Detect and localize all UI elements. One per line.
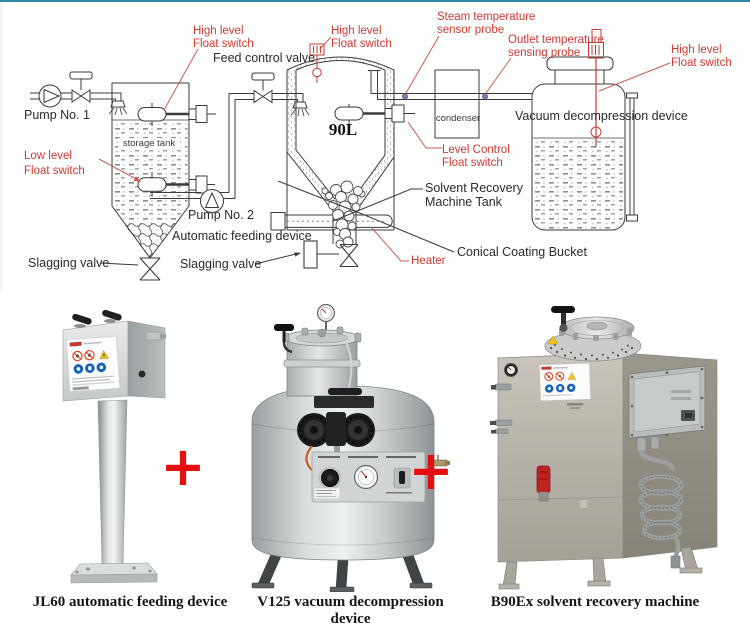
outlet-temp-probe-symbol [481,93,488,100]
warning-sticker [539,362,591,402]
recovery-tank-label-line1: Solvent Recovery [425,181,523,195]
caption-b90ex: B90Ex solvent recovery machine [490,594,700,610]
side-fitting [145,331,163,341]
slagging-valve-left-symbol [139,257,161,281]
pump1-label: Pump No. 1 [24,108,91,122]
slagging-valve-left-label: Slagging valve [28,256,110,270]
warning-sticker [65,335,121,392]
process-diagram-section: Pump No. 1 Feed control valve storage ta… [0,0,750,291]
vacuum-device-label: Vacuum decompression device [515,109,688,123]
flex-conduit-coil [638,450,684,569]
vapor-pipe [368,70,533,100]
storage-feed-pipe [90,92,128,116]
storage-tank-label: storage tank [118,138,180,149]
red-arrowhead [133,176,141,182]
caption-v125: V125 vacuum decompression device [257,594,444,625]
vacuum-tank-shape [531,56,638,231]
product-photo-b90ex [475,300,745,595]
product-photo-jl60 [30,308,230,592]
top-canister [274,304,362,397]
red-leader-lines [98,35,671,262]
feeder-base [70,562,158,584]
lid-handle [551,306,575,313]
tank-volume-label: 90L [328,120,358,139]
inlet-valve-symbol [69,71,93,103]
cabinet-feet [498,546,703,590]
drain-valve [433,455,450,467]
high-level-float-storage-symbol [137,103,216,126]
feed-control-valve-symbol [251,72,275,104]
feeder-column [97,399,128,565]
plus-sign-1: + [160,435,206,498]
process-flow-diagram [30,29,671,281]
feed-control-valve-label: Feed control valve [213,51,316,65]
black-leader-lines [100,180,455,266]
recovery-tank-label: Solvent Recovery Machine Tank [425,181,523,209]
warning-triangle-tag [547,335,559,345]
panel-switch [399,471,405,484]
high-level-float-tank-symbol [309,43,325,83]
product-photo-v125 [242,300,457,592]
feeder-control-box [62,309,166,402]
high-level-float-vacuum-symbol [588,29,604,147]
pump2-symbol [150,93,254,213]
lid-assembly [544,306,642,362]
conical-bucket-label: Conical Coating Bucket [457,245,587,259]
automatic-feeding-device-label: Automatic feeding device [172,229,312,243]
caption-jl60: JL60 automatic feeding device [32,594,228,610]
heater-label: Heater [411,255,446,267]
tank-legs [251,551,433,592]
recovery-tank-label-line2: Machine Tank [425,194,502,209]
section-divider [0,0,750,2]
diaphragm-pump [297,388,375,473]
condenser-symbol [434,69,480,139]
front-details [490,362,624,510]
slagging-valve-center-symbol [303,240,359,269]
storage-tank-shape [111,82,190,259]
explosion-proof-box [628,365,706,452]
black-arrowhead [294,252,301,257]
pump2-label: Pump No. 2 [188,208,255,222]
slagging-valve-center-label: Slagging valve [180,257,262,271]
pump1-symbol [30,84,72,108]
heater-symbol [270,212,393,231]
condenser-label: condenser [435,113,481,124]
steam-temp-probe-symbol [401,93,408,100]
level-control-float-symbol [334,104,415,124]
control-panel [311,451,426,503]
plus-sign-2: + [408,439,454,502]
